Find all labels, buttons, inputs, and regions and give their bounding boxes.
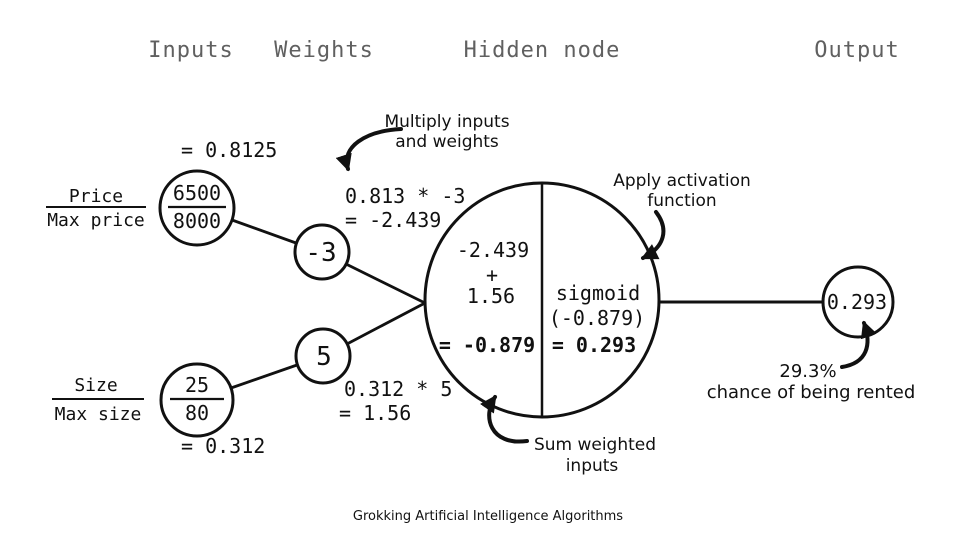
- output-value: 0.293: [827, 290, 887, 314]
- hidden-activation-result: = 0.293: [552, 333, 636, 357]
- hidden-sum-line1: -2.439: [457, 238, 529, 262]
- multiply-arrow: [335, 127, 403, 172]
- price-fraction-numerator-label: Price: [69, 186, 123, 207]
- price-input-node: [158, 169, 236, 247]
- output-node: [821, 265, 895, 339]
- edge-weight-price-to-hidden: [345, 262, 426, 305]
- price-node-numerator: 6500: [173, 181, 221, 205]
- apply-activation-annotation-line2: function: [647, 191, 716, 211]
- edge-price-to-weight: [231, 218, 297, 245]
- output-caption-text: chance of being rented: [707, 382, 916, 403]
- hidden-sum-result: = -0.879: [439, 333, 535, 357]
- sum-weighted-arrow: [480, 394, 529, 444]
- weight-price-node: [293, 223, 351, 281]
- size-normalized-value: = 0.312: [181, 434, 265, 458]
- apply-activation-annotation-line1: Apply activation: [613, 171, 751, 191]
- price-normalized-value: = 0.8125: [181, 138, 277, 162]
- price-node-denominator: 8000: [173, 209, 221, 233]
- price-fraction-denominator-label: Max price: [47, 210, 145, 231]
- sum-weighted-annotation-line2: inputs: [566, 456, 619, 476]
- output-caption-percentage: 29.3%: [779, 361, 836, 382]
- weight-price-value: -3: [305, 238, 336, 268]
- footer-source-title: Grokking Artificial Intelligence Algorit…: [353, 509, 623, 524]
- weight-size-node: [294, 327, 352, 385]
- apply-activation-arrow: [640, 210, 666, 260]
- edge-size-to-weight: [230, 363, 298, 390]
- multiply-annotation-line1: Multiply inputs: [384, 112, 509, 132]
- multiply-annotation-line2: and weights: [395, 132, 499, 152]
- hidden-sum-line2: +: [486, 263, 498, 287]
- size-node-numerator: 25: [185, 373, 209, 397]
- size-calc-line1: 0.312 * 5: [344, 377, 452, 401]
- size-calc-line2: = 1.56: [339, 401, 411, 425]
- header-hidden-node: Hidden node: [464, 38, 621, 63]
- header-weights: Weights: [274, 38, 374, 63]
- size-fraction-denominator-label: Max size: [55, 404, 142, 425]
- size-input-node: [159, 362, 235, 438]
- size-node-denominator: 80: [185, 401, 209, 425]
- header-output: Output: [814, 38, 899, 63]
- sum-weighted-annotation-line1: Sum weighted: [534, 435, 656, 455]
- output-caption-arrow: [840, 320, 877, 369]
- hidden-sum-line3: 1.56: [467, 284, 515, 308]
- size-fraction-numerator-label: Size: [74, 375, 117, 396]
- weight-size-value: 5: [316, 342, 332, 372]
- price-calc-line1: 0.813 * -3: [345, 184, 465, 208]
- hidden-activation-line1: sigmoid: [556, 281, 640, 305]
- price-calc-line2: = -2.439: [345, 208, 441, 232]
- edge-weight-size-to-hidden: [346, 301, 426, 346]
- header-inputs: Inputs: [148, 38, 233, 63]
- hidden-activation-line2: (-0.879): [549, 306, 645, 330]
